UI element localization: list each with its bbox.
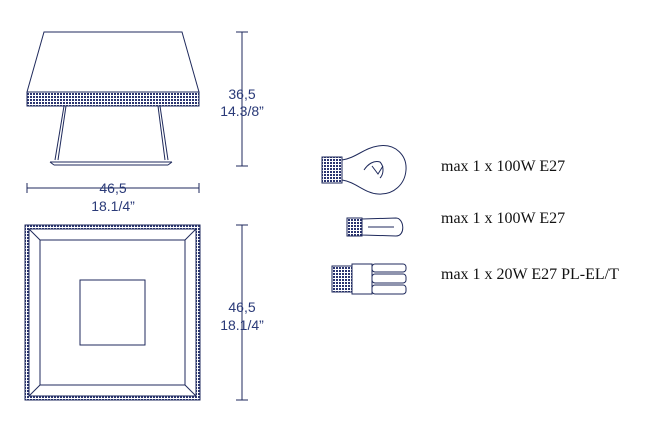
lamp-shade bbox=[26, 31, 200, 93]
lamp-leg-right bbox=[159, 105, 169, 161]
side-width-imperial: 18.1/4” bbox=[91, 198, 135, 214]
top-outer-inner bbox=[28, 228, 197, 397]
lamp-leg-left-inner bbox=[57, 105, 67, 161]
incandescent-bulb-icon bbox=[321, 145, 407, 195]
side-width-metric: 46,5 bbox=[99, 180, 127, 196]
lamp-side-view bbox=[26, 31, 200, 166]
bevel-line-br bbox=[184, 384, 197, 397]
top-size-metric: 46,5 bbox=[228, 299, 256, 315]
halogen-bulb-icon bbox=[346, 217, 404, 237]
top-center-square bbox=[79, 279, 146, 346]
lamp-leg-right-inner bbox=[157, 105, 166, 161]
bevel-line-bl bbox=[28, 384, 41, 397]
bevel-line-tl bbox=[28, 228, 41, 241]
bulb-spec-halogen: max 1 x 100W E27 bbox=[441, 210, 566, 227]
bulb-spec-fluorescent: max 1 x 20W E27 PL-EL/T bbox=[441, 266, 619, 283]
shade-trim-band bbox=[26, 91, 200, 107]
bulb-spec-incandescent: max 1 x 100W E27 bbox=[441, 158, 566, 175]
width-dimension-line bbox=[26, 183, 200, 193]
lamp-top-view bbox=[24, 224, 201, 401]
bevel-line-tr bbox=[184, 228, 197, 241]
fluorescent-bulb-icon bbox=[331, 263, 407, 295]
side-height-metric: 36,5 bbox=[228, 86, 256, 102]
side-height-imperial: 14.3/8” bbox=[220, 103, 264, 119]
top-inner-frame bbox=[39, 239, 186, 386]
lamp-leg-left bbox=[54, 105, 65, 161]
height-dimension-line bbox=[236, 31, 248, 167]
top-view-dimension-line bbox=[236, 224, 248, 401]
top-size-imperial: 18.1/4” bbox=[220, 317, 264, 333]
